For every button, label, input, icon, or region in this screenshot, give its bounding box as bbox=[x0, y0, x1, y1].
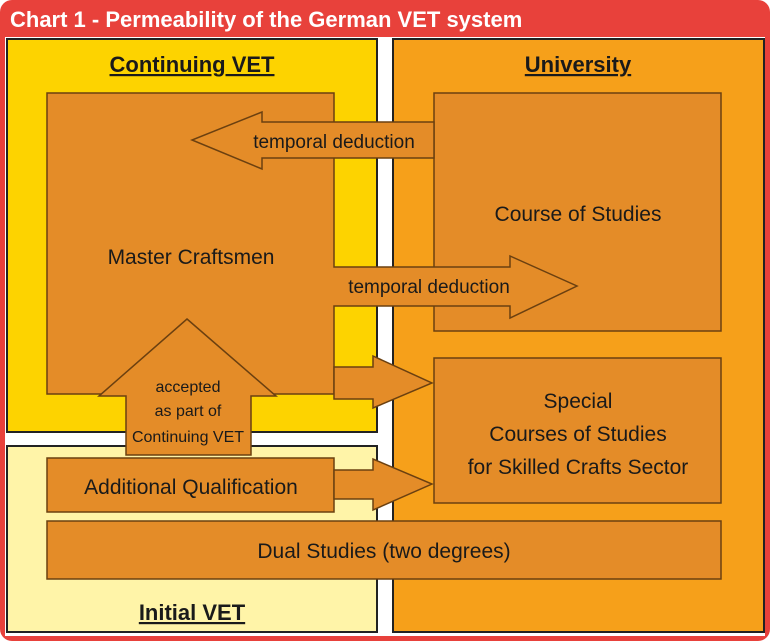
course-of-studies-box bbox=[433, 92, 722, 332]
dual-studies-box bbox=[46, 520, 722, 580]
course-of-studies-label: Course of Studies bbox=[495, 203, 662, 226]
arrow-temporal-deduction-left bbox=[190, 110, 435, 171]
accepted-label-line2: as part of bbox=[155, 403, 222, 420]
continuing-vet-heading: Continuing VET bbox=[110, 52, 276, 77]
arrow-additional-to-special bbox=[333, 457, 434, 512]
temporal-deduction-top-label: temporal deduction bbox=[253, 132, 415, 153]
accepted-label-line1: accepted bbox=[156, 379, 221, 396]
master-craftsmen-box bbox=[46, 92, 579, 395]
chart-title: Chart 1 - Permeability of the German VET… bbox=[10, 7, 522, 32]
master-craftsmen-label: Master Craftsmen bbox=[108, 246, 275, 269]
university-heading: University bbox=[525, 52, 632, 77]
temporal-deduction-mid-label: temporal deduction bbox=[348, 277, 510, 298]
special-courses-box bbox=[433, 357, 722, 504]
accepted-label-line3: Continuing VET bbox=[132, 429, 244, 446]
dual-studies-label: Dual Studies (two degrees) bbox=[257, 540, 510, 563]
special-courses-label-line2: Courses of Studies bbox=[489, 423, 666, 446]
special-courses-label-line3: for Skilled Crafts Sector bbox=[468, 456, 689, 479]
additional-qualification-label: Additional Qualification bbox=[84, 476, 298, 499]
arrow-accepted-up bbox=[97, 318, 279, 456]
special-courses-label-line1: Special bbox=[544, 390, 613, 413]
initial-vet-heading: Initial VET bbox=[139, 600, 246, 625]
additional-qualification-box bbox=[46, 457, 335, 513]
arrow-master-to-special bbox=[333, 354, 434, 410]
